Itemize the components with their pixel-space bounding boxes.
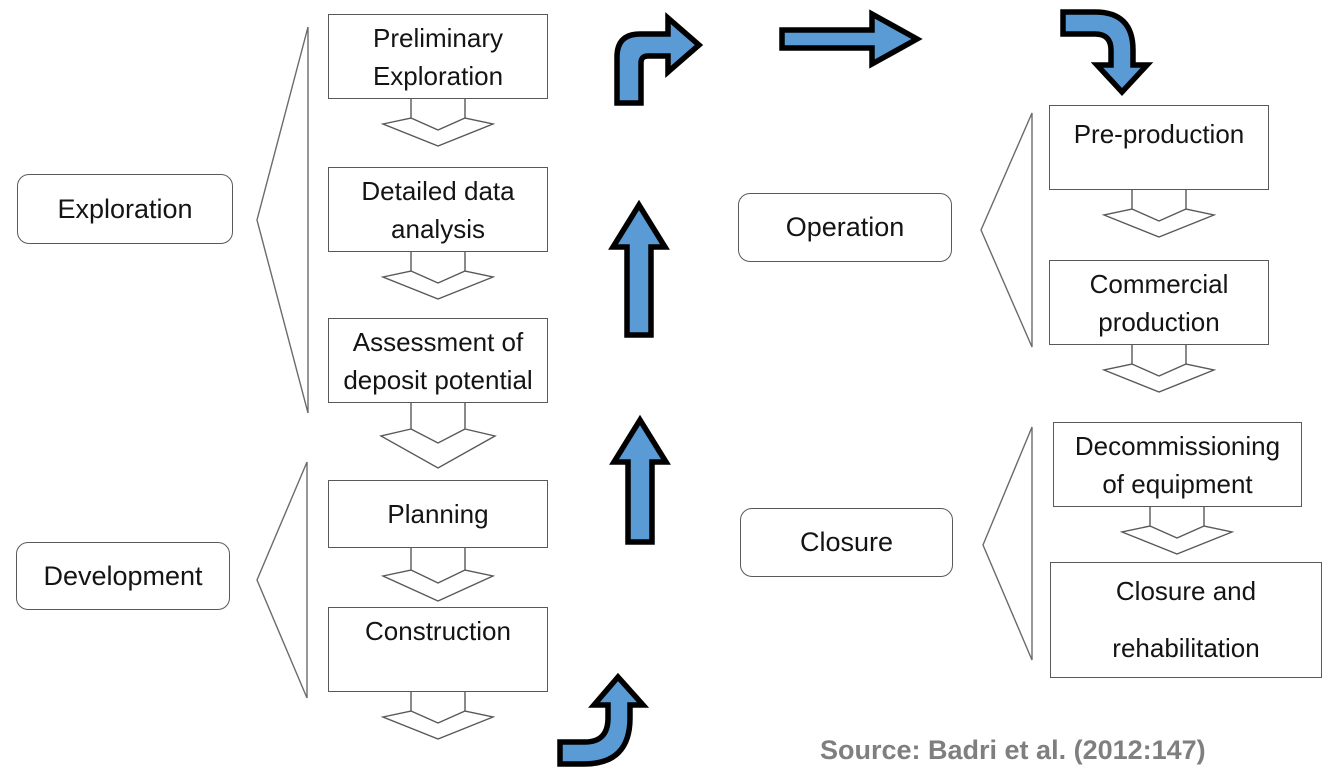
step-text: Exploration xyxy=(372,60,504,91)
down-connector xyxy=(380,548,496,602)
curved-up-right-arrow xyxy=(614,11,704,106)
step-text: production xyxy=(1098,306,1220,337)
up-arrow-middle-bottom xyxy=(609,414,671,545)
step-text: Assessment of xyxy=(352,326,524,357)
step-text: Construction xyxy=(365,616,511,646)
process-box-commercial-production: Commercial production xyxy=(1049,260,1269,345)
exploration-brace xyxy=(256,26,309,414)
step-text: Pre-production xyxy=(1073,119,1245,149)
down-connector xyxy=(380,692,496,740)
step-text: Closure and xyxy=(1115,576,1257,606)
phase-label-exploration: Exploration xyxy=(17,174,233,244)
down-connector xyxy=(380,252,496,300)
step-text: Commercial xyxy=(1089,268,1229,299)
phase-label-operation: Operation xyxy=(738,193,952,262)
up-arrow-middle-top xyxy=(608,199,670,338)
down-connector xyxy=(1119,507,1235,555)
development-brace xyxy=(256,461,308,699)
curved-left-up-arrow xyxy=(557,672,650,767)
down-connector xyxy=(379,403,497,469)
process-box-decommissioning-of-equipment: Decommissioning of equipment xyxy=(1053,422,1302,507)
closure-brace xyxy=(982,426,1033,661)
down-connector xyxy=(380,99,496,147)
down-connector xyxy=(1101,345,1217,393)
process-box-detailed-data-analysis: Detailed data analysis xyxy=(328,167,548,252)
step-text: rehabilitation xyxy=(1112,633,1260,663)
process-box-planning: Planning xyxy=(328,480,548,548)
curved-right-down-arrow xyxy=(1060,9,1154,97)
step-text: deposit potential xyxy=(343,364,533,395)
down-connector xyxy=(1101,190,1217,238)
phase-label-closure: Closure xyxy=(740,508,953,577)
step-text: Preliminary xyxy=(372,22,504,53)
process-box-construction: Construction xyxy=(328,607,548,692)
process-box-assessment-of-deposit-potential: Assessment of deposit potential xyxy=(328,318,548,403)
step-text: Detailed data xyxy=(361,175,515,206)
process-box-pre-production: Pre-production xyxy=(1049,105,1269,190)
source-citation: Source: Badri et al. (2012:147) xyxy=(820,735,1206,765)
process-box-preliminary-exploration: Preliminary Exploration xyxy=(328,14,548,99)
step-text: Decommissioning xyxy=(1074,430,1281,461)
process-box-closure-and-rehabilitation: Closure and rehabilitation xyxy=(1050,562,1322,678)
phase-label-development: Development xyxy=(16,542,230,610)
step-text: Planning xyxy=(387,499,489,529)
operation-brace xyxy=(980,112,1033,348)
step-text: analysis xyxy=(391,213,485,244)
step-text: of equipment xyxy=(1102,468,1253,499)
straight-right-arrow xyxy=(779,9,923,69)
